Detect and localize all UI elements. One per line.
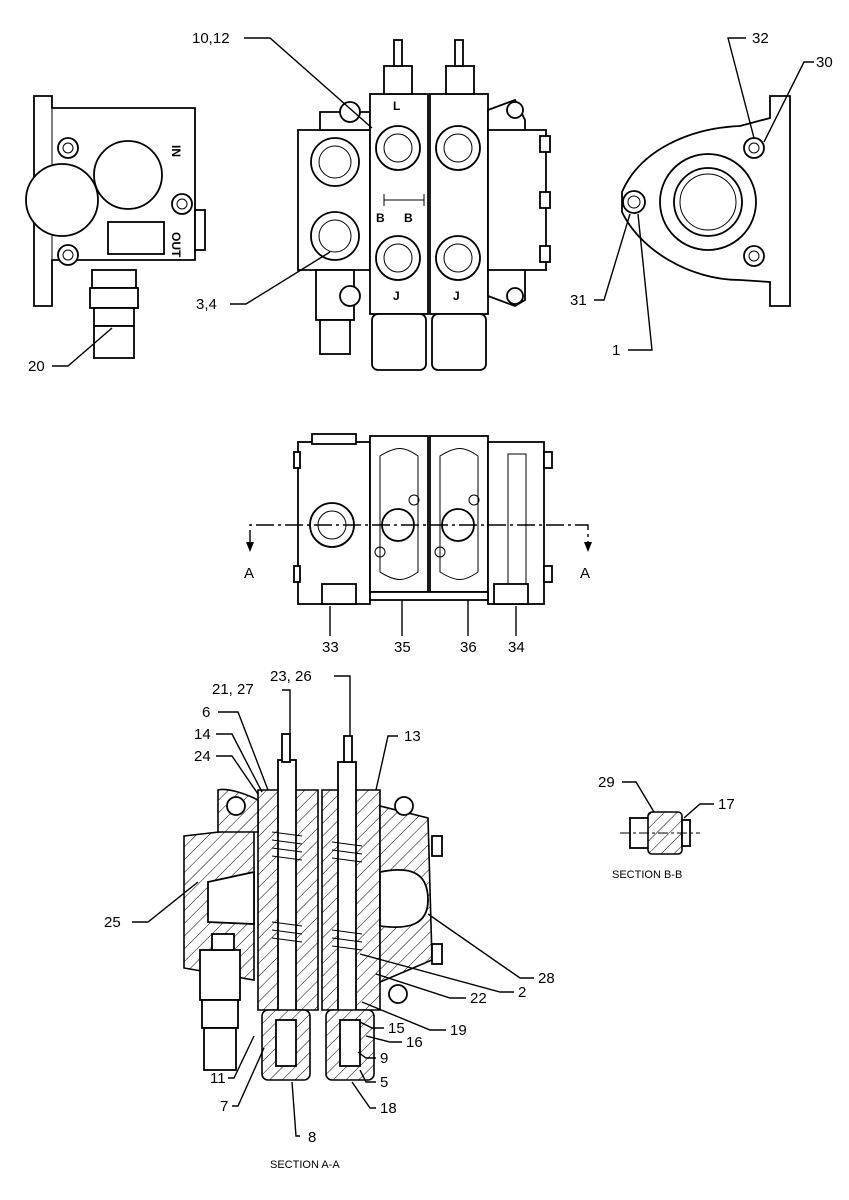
callout-25: 25	[104, 914, 121, 931]
section-b-left: B	[376, 211, 385, 225]
callout-14: 14	[194, 726, 211, 743]
leader-29	[622, 781, 655, 813]
callout-22: 22	[470, 990, 487, 1007]
spring-right	[331, 841, 363, 951]
section-b-b-view	[620, 811, 700, 855]
callout-17: 17	[718, 796, 735, 813]
port-j1-label: J	[393, 289, 400, 303]
callout-1: 1	[612, 342, 620, 359]
callout-11: 11	[210, 1070, 226, 1087]
callout-16: 16	[406, 1034, 423, 1051]
callout-34: 34	[508, 639, 525, 656]
caption-section-a-a: SECTION A-A	[270, 1159, 340, 1171]
top-view-middle	[293, 433, 553, 605]
end-view-right	[621, 95, 791, 307]
section-a-left: A	[244, 565, 254, 582]
spring-left	[271, 831, 303, 943]
leader-23-26	[334, 675, 351, 736]
callout-20: 20	[28, 358, 45, 375]
leader-8	[291, 1081, 300, 1137]
section-b-right: B	[404, 211, 413, 225]
callout-5: 5	[380, 1074, 388, 1091]
leader-19	[361, 1001, 446, 1031]
callout-2: 2	[518, 984, 526, 1001]
leader-13	[375, 735, 398, 791]
callout-15: 15	[388, 1020, 405, 1037]
leader-21-27	[282, 689, 291, 734]
callout-36: 36	[460, 639, 477, 656]
leader-31	[594, 213, 631, 301]
callout-28: 28	[538, 970, 555, 987]
leader-2	[359, 953, 514, 993]
leader-20	[52, 327, 113, 367]
leader-5	[359, 1069, 376, 1083]
callout-3-4: 3,4	[196, 296, 217, 313]
callout-8: 8	[308, 1129, 316, 1146]
leader-18	[351, 1081, 376, 1109]
leader-6	[218, 711, 269, 791]
front-view-center: B B L J J	[297, 39, 551, 371]
leader-28	[427, 913, 534, 979]
leader-1	[628, 213, 653, 351]
port-j2-label: J	[453, 289, 460, 303]
callout-9: 9	[380, 1050, 388, 1067]
leader-24	[216, 755, 259, 795]
leader-30	[763, 61, 814, 143]
leader-3-4	[230, 251, 331, 305]
callout-33: 33	[322, 639, 339, 656]
leader-7	[232, 1047, 265, 1107]
section-a-right: A	[580, 565, 590, 582]
callout-19: 19	[450, 1022, 467, 1039]
section-line-a	[249, 524, 589, 548]
callout-24: 24	[194, 748, 211, 765]
leader-11	[228, 1035, 255, 1079]
callout-18: 18	[380, 1100, 397, 1117]
port-l-label: L	[393, 99, 400, 113]
callout-10-12: 10,12	[192, 30, 230, 47]
callout-7: 7	[220, 1098, 228, 1115]
side-view-left: IN OUT	[25, 95, 206, 359]
callout-31: 31	[570, 292, 587, 309]
callout-30: 30	[816, 54, 833, 71]
leader-25	[132, 881, 199, 923]
callout-32: 32	[752, 30, 769, 47]
port-in-label: IN	[169, 145, 183, 157]
leader-9	[357, 1051, 376, 1059]
callout-35: 35	[394, 639, 411, 656]
port-out-label: OUT	[169, 232, 183, 258]
callout-29: 29	[598, 774, 615, 791]
leader-16	[365, 1035, 402, 1043]
leader-17	[683, 803, 714, 819]
callout-21-27: 21, 27	[212, 681, 254, 698]
callout-23-26: 23, 26	[270, 668, 312, 685]
callout-6: 6	[202, 704, 210, 721]
section-a-a-view	[183, 733, 443, 1081]
caption-section-b-b: SECTION B-B	[612, 869, 682, 881]
callout-13: 13	[404, 728, 421, 745]
leader-10-12	[244, 37, 373, 129]
leader-22	[375, 973, 466, 999]
leader-32	[727, 37, 755, 139]
leader-14	[216, 733, 263, 793]
leader-15	[359, 1021, 384, 1029]
